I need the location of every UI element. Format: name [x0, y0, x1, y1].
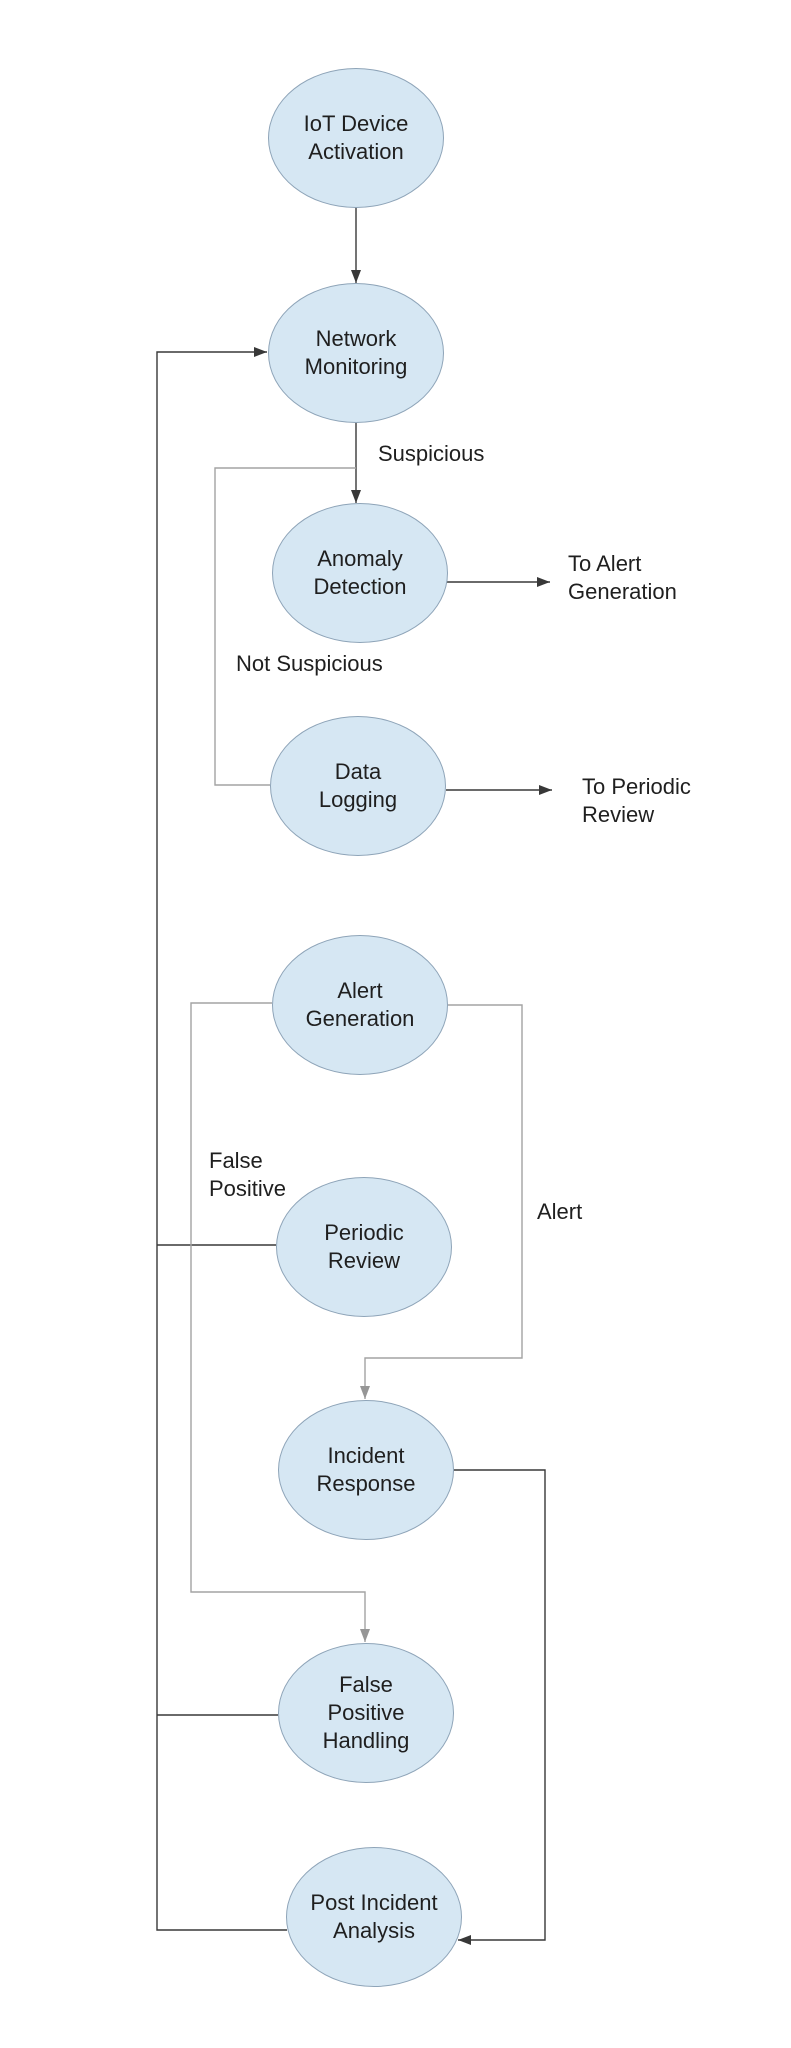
node-iot-device-activation: IoT Device Activation — [268, 68, 444, 208]
node-label: Alert Generation — [305, 978, 415, 1031]
edge-label-to-periodic-review: To Periodic Review — [582, 773, 691, 829]
edge-incident-to-post-incident — [454, 1469, 546, 1945]
node-incident-response: Incident Response — [278, 1400, 454, 1540]
edge-not-suspicious-to-data-logging — [214, 467, 356, 786]
edge-label-false-positive: False Positive — [209, 1147, 287, 1203]
edge-alert-generation-to-incident-response — [360, 1004, 523, 1399]
node-false-positive-handling: False Positive Handling — [278, 1643, 454, 1783]
edge-label-to-alert-generation: To Alert Generation — [568, 550, 677, 606]
node-label: Incident Response — [316, 1443, 416, 1496]
edge-feedback-to-network-monitoring — [156, 347, 287, 1931]
node-label: IoT Device Activation — [303, 111, 409, 164]
node-periodic-review: Periodic Review — [276, 1177, 452, 1317]
node-label: False Positive Handling — [322, 1672, 410, 1753]
node-alert-generation: Alert Generation — [272, 935, 448, 1075]
edge-alert-generation-to-false-positive-handling — [190, 1002, 370, 1642]
node-post-incident-analysis: Post Incident Analysis — [286, 1847, 462, 1987]
node-label: Anomaly Detection — [313, 546, 407, 599]
node-anomaly-detection: Anomaly Detection — [272, 503, 448, 643]
node-network-monitoring: Network Monitoring — [268, 283, 444, 423]
edge-label-alert: Alert — [537, 1198, 583, 1226]
node-label: Data Logging — [318, 759, 398, 812]
node-label: Post Incident Analysis — [310, 1890, 438, 1943]
node-label: Network Monitoring — [304, 326, 408, 379]
edge-label-not-suspicious: Not Suspicious — [236, 650, 383, 678]
node-data-logging: Data Logging — [270, 716, 446, 856]
edge-label-suspicious: Suspicious — [378, 440, 485, 468]
node-label: Periodic Review — [324, 1220, 404, 1273]
